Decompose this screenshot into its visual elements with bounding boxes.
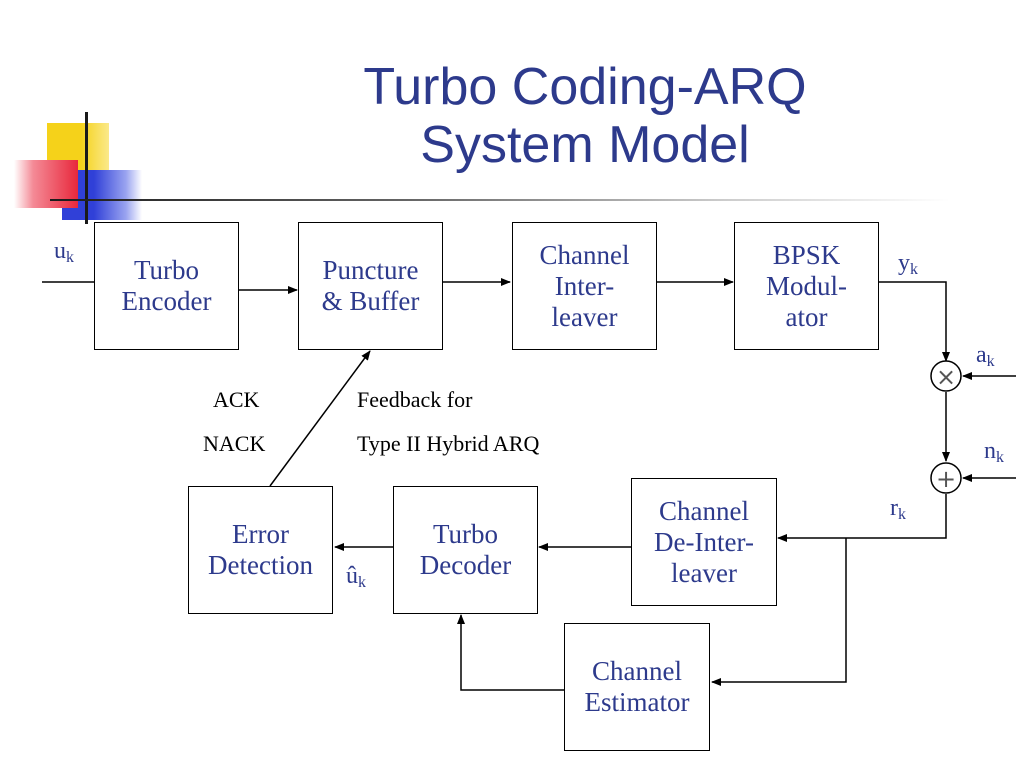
signal-r-label: rk (890, 495, 906, 523)
wire-feedback (269, 350, 371, 487)
signal-a-label: ak (976, 342, 995, 370)
signal-u-label: uk (54, 238, 74, 266)
puncture-buffer-block: Puncture & Buffer (298, 222, 443, 350)
channel-estimator-block: Channel Estimator (564, 623, 710, 751)
feedback-label-line1: Feedback for (357, 387, 473, 412)
ack-label: ACK (213, 387, 260, 412)
channel-interleaver-block: Channel Inter- leaver (512, 222, 657, 350)
error-detection-block: Error Detection (188, 486, 333, 614)
wire-modulator-multiplier (879, 281, 950, 362)
decor-vertical-line (85, 112, 88, 224)
wire-estimator-decoder (457, 614, 564, 691)
multiply-symbol: × (936, 363, 956, 391)
turbo-decoder-block: Turbo Decoder (393, 486, 538, 614)
channel-deinterleaver-block: Channel De-Inter- leaver (631, 478, 777, 606)
signal-y-label: yk (898, 250, 918, 278)
signal-n-label: nk (984, 438, 1004, 466)
signal-uhat-label: ûk (346, 563, 366, 591)
turbo-encoder-block: Turbo Encoder (94, 222, 239, 350)
wire-branch-estimator (711, 538, 847, 686)
add-symbol: + (936, 465, 956, 493)
nack-label: NACK (203, 431, 266, 456)
feedback-label-line2: Type II Hybrid ARQ (357, 431, 540, 456)
bpsk-modulator-block: BPSK Modul- ator (734, 222, 879, 350)
adder-circle (930, 462, 962, 494)
wire-adder-deinterleaver (777, 494, 947, 542)
page-title: Turbo Coding-ARQ System Model (363, 58, 807, 174)
decor-horizontal-line (50, 199, 950, 201)
multiplier-circle (930, 360, 962, 392)
